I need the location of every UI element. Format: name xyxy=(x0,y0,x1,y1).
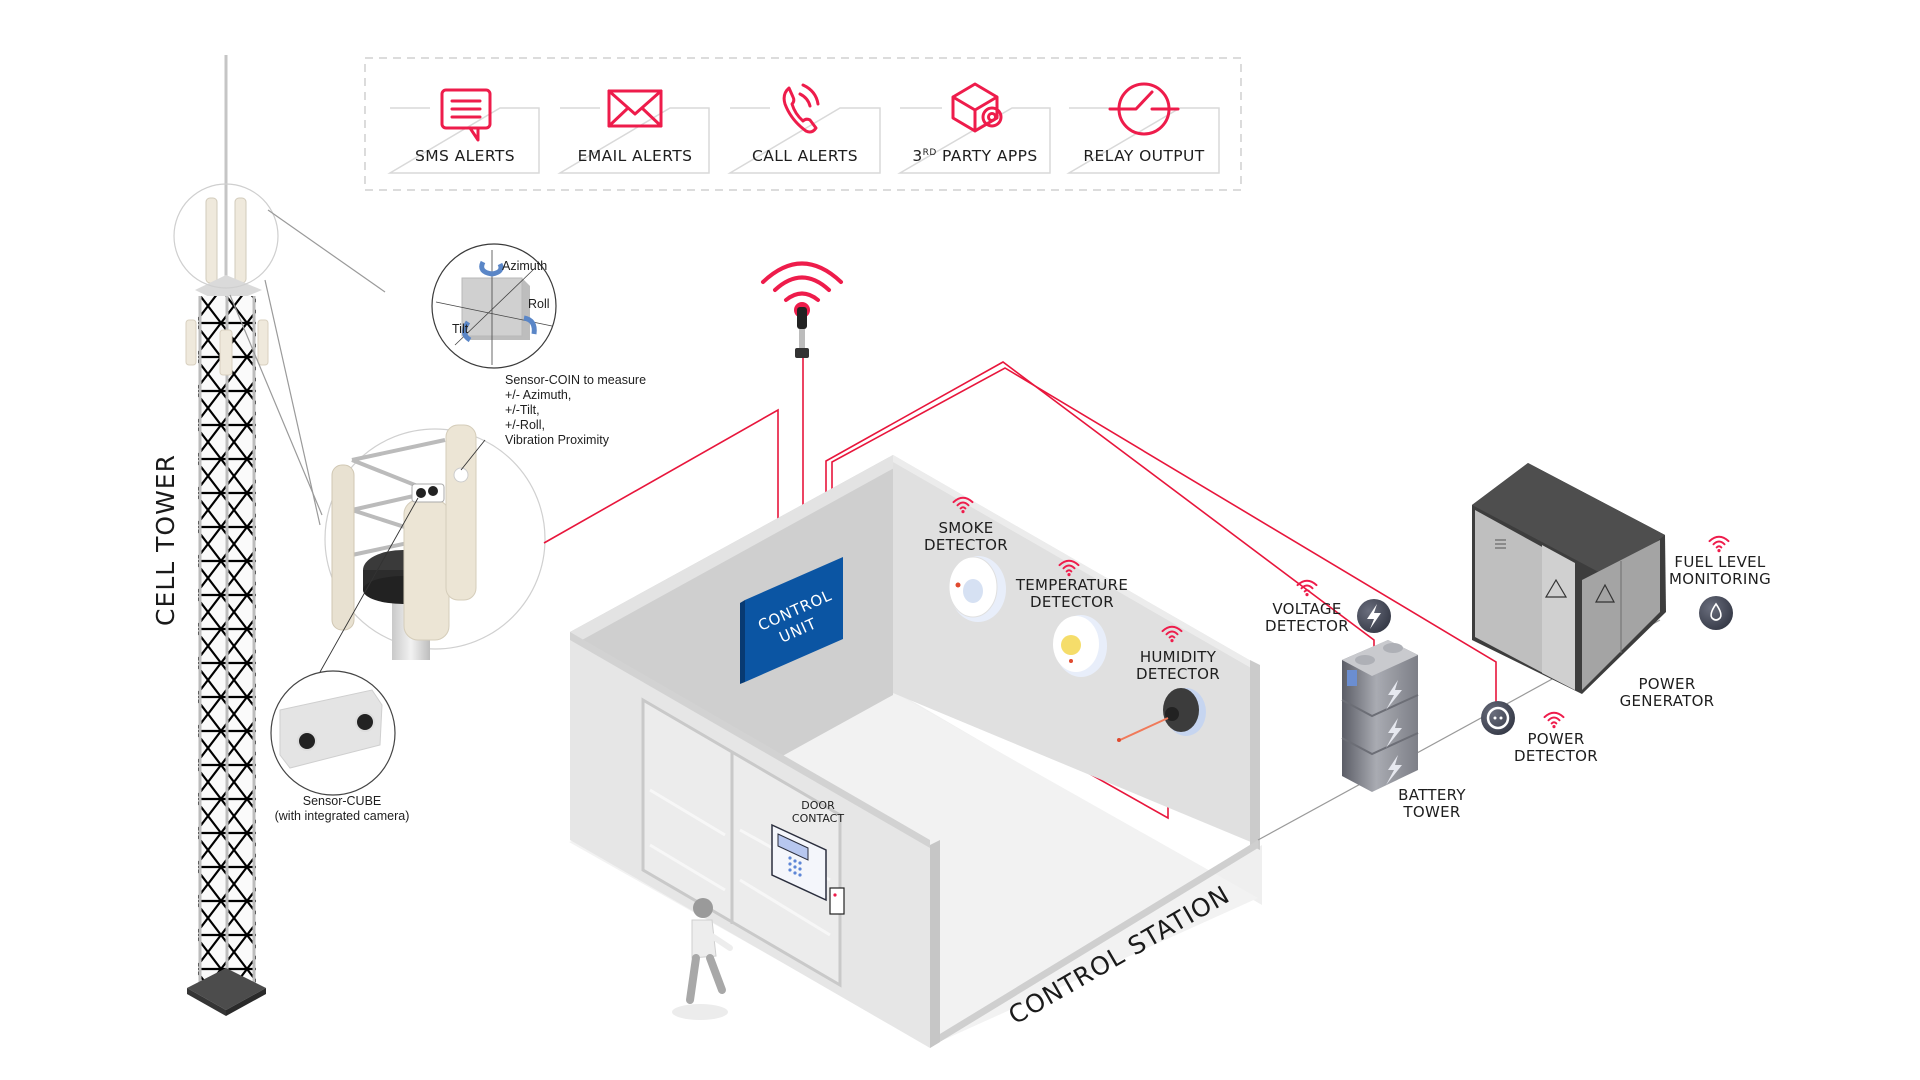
power-detector-wifi-icon xyxy=(1543,711,1565,729)
svg-text:Sensor-COIN to measure: Sensor-COIN to measure xyxy=(505,373,646,387)
power-detector: POWER DETECTOR xyxy=(1481,701,1598,765)
cell-tower-label: CELL TOWER xyxy=(151,454,180,626)
battery-tower-label-1: BATTERY xyxy=(1398,786,1466,804)
high-voltage-warning-icon xyxy=(1544,578,1568,598)
tower-top-zoom-circle xyxy=(173,183,279,289)
voltage-detector-label-1: VOLTAGE xyxy=(1272,600,1341,618)
cube-gear-icon xyxy=(951,82,1003,133)
alert-label-relay-output: RELAY OUTPUT xyxy=(1083,147,1204,165)
smoke-detector: SMOKE DETECTOR xyxy=(924,496,1008,622)
sms-chat-icon xyxy=(440,88,492,142)
alert-label-call: CALL ALERTS xyxy=(752,147,858,165)
roll-arrow-icon xyxy=(523,315,537,335)
smoke-detector-label-1: SMOKE xyxy=(938,519,993,537)
fuel-level-label-1: FUEL LEVEL xyxy=(1674,553,1765,571)
alert-label-sms: SMS ALERTS xyxy=(415,147,515,165)
tilt-arrow-icon xyxy=(462,320,472,343)
humidity-detector-label-2: DETECTOR xyxy=(1136,665,1220,683)
sensor-cube: Sensor-CUBE (with integrated camera) xyxy=(270,670,410,823)
glass-door xyxy=(641,697,842,988)
door-contact-label-1: DOOR xyxy=(801,799,835,812)
battery-tower-label-2: TOWER xyxy=(1402,803,1460,821)
temperature-detector-label-2: DETECTOR xyxy=(1030,593,1114,611)
tower-detail-circle xyxy=(319,424,546,673)
battery-tower: BATTERY TOWER xyxy=(1341,640,1466,821)
temperature-detector-label-1: TEMPERATURE xyxy=(1015,576,1128,594)
humidity-detector: HUMIDITY DETECTOR xyxy=(1117,625,1220,742)
azimuth-arrow-icon xyxy=(479,260,504,277)
alerts-dashed-border xyxy=(364,57,1242,191)
sensor-coin-caption: Sensor-COIN to measure +/- Azimuth, +/-T… xyxy=(505,373,646,447)
siren xyxy=(761,261,843,358)
power-detector-label-2: DETECTOR xyxy=(1514,747,1598,765)
relay-switch-icon xyxy=(1108,82,1180,136)
alert-card-email[interactable]: EMAIL ALERTS xyxy=(557,89,710,174)
door-contact-label-2: CONTACT xyxy=(792,812,844,825)
socket-icon xyxy=(1486,706,1510,730)
fuel-drop-icon xyxy=(1710,602,1722,621)
fuel-level-label-2: MONITORING xyxy=(1669,570,1771,588)
roll-label: Roll xyxy=(528,297,550,311)
svg-text:Vibration Proximity: Vibration Proximity xyxy=(505,433,610,447)
alerts-panel: SMS ALERTS EMAIL ALERTS CALL ALERTS xyxy=(364,57,1242,191)
power-generator-label-2: GENERATOR xyxy=(1620,692,1715,710)
voltage-detector-label-2: DETECTOR xyxy=(1265,617,1349,635)
azimuth-label: Azimuth xyxy=(502,259,547,273)
lightning-icon xyxy=(1367,604,1381,629)
door-contact: DOOR CONTACT xyxy=(771,799,845,915)
person-walking xyxy=(672,898,733,1020)
control-station: CONTROL STATION xyxy=(569,455,1262,1048)
fuel-level-monitoring: FUEL LEVEL MONITORING xyxy=(1669,535,1771,630)
smoke-detector-label-2: DETECTOR xyxy=(924,536,1008,554)
svg-text:+/-Roll,: +/-Roll, xyxy=(505,418,545,432)
envelope-icon xyxy=(607,89,663,128)
sensor-cube-caption-1: Sensor-CUBE xyxy=(303,794,382,808)
tilt-label: Tilt xyxy=(452,322,469,336)
alert-card-third-party-apps[interactable]: 3RD PARTY APPS xyxy=(897,82,1051,174)
sensor-coin: Azimuth Roll Tilt Sensor-COIN to measure… xyxy=(431,243,646,447)
tower-base xyxy=(187,968,266,1010)
control-unit: CONTROL UNIT xyxy=(740,557,843,684)
alert-card-sms[interactable]: SMS ALERTS xyxy=(387,88,540,174)
phone-ringing-icon xyxy=(782,83,820,134)
sensor-cube-caption-2: (with integrated camera) xyxy=(275,809,410,823)
alert-label-email: EMAIL ALERTS xyxy=(578,147,693,165)
fuel-wifi-icon xyxy=(1708,535,1730,553)
alert-card-call[interactable]: CALL ALERTS xyxy=(727,83,881,174)
door-sensor xyxy=(829,887,845,915)
alert-label-third-party-apps: 3RD PARTY APPS xyxy=(912,147,1037,165)
power-generator: POWER GENERATOR xyxy=(1472,463,1714,710)
siren-wave-icon xyxy=(761,261,843,284)
power-detector-label-1: POWER xyxy=(1527,730,1584,748)
tower-lattice xyxy=(185,296,269,995)
cell-tower: CELL TOWER xyxy=(151,55,386,1016)
svg-text:+/-Tilt,: +/-Tilt, xyxy=(505,403,540,417)
svg-text:+/- Azimuth,: +/- Azimuth, xyxy=(505,388,571,402)
humidity-detector-label-1: HUMIDITY xyxy=(1140,648,1217,666)
alert-card-relay-output[interactable]: RELAY OUTPUT xyxy=(1066,82,1220,174)
power-sensor-node xyxy=(1481,701,1515,735)
temperature-detector: TEMPERATURE DETECTOR xyxy=(1015,559,1128,677)
power-generator-label-1: POWER xyxy=(1638,675,1695,693)
fuel-sensor-node xyxy=(1699,596,1733,630)
voltage-detector: VOLTAGE DETECTOR xyxy=(1265,579,1391,635)
